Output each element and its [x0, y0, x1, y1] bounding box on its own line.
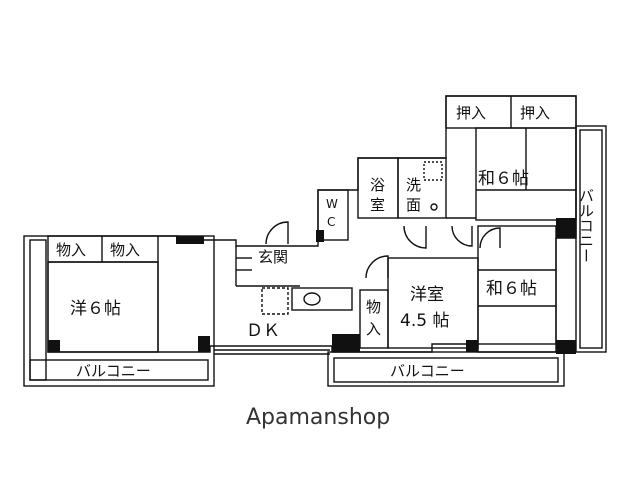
- label-closet-1: 押入: [456, 104, 486, 122]
- label-bath-2: 室: [370, 196, 385, 214]
- label-western-6: 洋６帖: [70, 299, 121, 319]
- sink-bowl: [303, 292, 321, 306]
- watermark: Apamanshop: [246, 405, 390, 430]
- door-swing-hall: [451, 225, 473, 247]
- door-swing-western: [365, 255, 389, 279]
- bottom-balcony-rail: [333, 357, 559, 383]
- wash-room: [397, 157, 447, 219]
- left-balcony-bottom-rail: [29, 359, 209, 381]
- label-japanese-6-bottom: 和６帖: [486, 279, 537, 299]
- label-bath-1: 浴: [370, 176, 385, 194]
- label-wc-c: C: [327, 215, 335, 229]
- door-swing-wash: [403, 225, 427, 249]
- door-swing-entrance: [265, 221, 289, 245]
- storage-closet: [359, 289, 389, 349]
- label-entrance: 玄関: [258, 248, 288, 266]
- label-wash-1: 洗: [406, 176, 421, 194]
- label-japanese-6-top: 和６帖: [478, 169, 529, 189]
- left-balcony-rail: [29, 239, 47, 381]
- wc-room: [317, 189, 349, 241]
- label-closet-2: 押入: [520, 104, 550, 122]
- label-wc-w: W: [326, 197, 338, 211]
- label-western-room-1: 洋室: [410, 285, 444, 305]
- bottom-balcony-outline: [327, 351, 565, 387]
- label-dk: ＤＫ: [246, 321, 280, 341]
- stove-area: [261, 287, 289, 315]
- label-western-room-2: 4.5 帖: [400, 311, 449, 331]
- label-balcony-left: バルコニー: [76, 362, 151, 380]
- label-balcony-right: バルコニー: [577, 188, 595, 263]
- right-balcony-rail: [579, 129, 603, 349]
- washing-machine-space: [423, 161, 443, 181]
- right-balcony-outline: [575, 125, 607, 353]
- label-wash-2: 面: [406, 196, 421, 214]
- outer-wall: [47, 95, 577, 353]
- label-storage-2: 物入: [110, 241, 140, 259]
- label-storage-3-2: 入: [366, 320, 381, 338]
- sink-counter: [291, 287, 353, 311]
- label-storage-1: 物入: [56, 241, 86, 259]
- label-storage-3-1: 物: [366, 298, 381, 316]
- label-balcony-bottom: バルコニー: [390, 362, 465, 380]
